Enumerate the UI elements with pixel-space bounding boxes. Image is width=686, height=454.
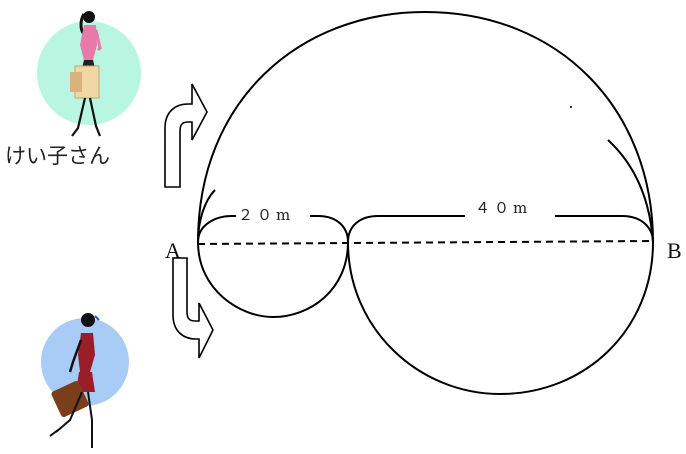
small-semicircle-lower bbox=[197, 241, 349, 319]
large-semicircle-upper bbox=[347, 215, 654, 243]
arrow-bottom-icon bbox=[172, 257, 214, 359]
woman-shopping-icon bbox=[37, 11, 141, 137]
woman-briefcase-icon bbox=[41, 313, 129, 448]
arc-b-inner bbox=[607, 139, 654, 243]
point-a-label: A bbox=[165, 238, 181, 263]
large-arc-upper bbox=[197, 10, 654, 243]
point-b-label: B bbox=[667, 238, 682, 263]
segment-ab bbox=[197, 240, 654, 245]
person-top-label: けい子さん bbox=[5, 144, 110, 168]
large-semicircle-lower bbox=[347, 241, 654, 396]
arrow-top-icon bbox=[164, 83, 208, 188]
small-diameter-label: ２０m bbox=[238, 206, 294, 224]
large-diameter-label: ４０m bbox=[475, 199, 531, 217]
mark-dot bbox=[570, 106, 572, 108]
